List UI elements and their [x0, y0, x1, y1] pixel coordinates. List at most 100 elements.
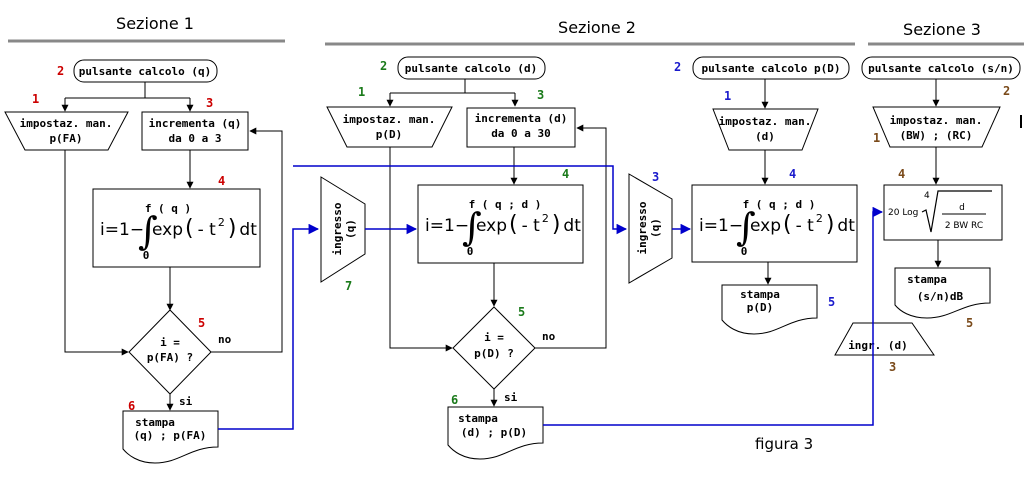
- s3-formula-prefix: 20 Log: [888, 208, 918, 218]
- s3-calc-button-label: pulsante calcolo (s/n): [868, 62, 1014, 75]
- s2-step-2: 2: [380, 59, 387, 73]
- s1-step-5: 5: [198, 316, 205, 330]
- section-3: pulsante calcolo (s/n) impostaz. man. (B…: [834, 56, 1022, 374]
- s2-step-5: 5: [518, 305, 525, 319]
- s1-manual-input: [4, 111, 129, 151]
- s3-step-4: 4: [898, 167, 905, 181]
- s1-step-3: 3: [206, 96, 213, 110]
- s1-upper-limit: f ( q ): [145, 202, 191, 215]
- s1-step-2: 2: [57, 64, 64, 78]
- s2b-print-line1: stampa: [740, 288, 780, 301]
- s2b-print-line2: p(D): [747, 301, 774, 314]
- s2-decision-line1: i =: [484, 331, 504, 344]
- s2-input-q-line2: (q): [344, 219, 357, 239]
- section-2-title: Sezione 2: [558, 18, 636, 37]
- s2b-manual-line2: (d): [755, 130, 775, 143]
- section-2b: pulsante calcolo p(D) 2 impostaz. man. (…: [628, 56, 858, 335]
- s1-step-4: 4: [218, 174, 225, 188]
- s3-fraction-num: d: [959, 203, 965, 213]
- s3-print-line1: stampa: [907, 273, 947, 286]
- s2-manual-input: [326, 106, 453, 148]
- s2-decision-line2: p(D) ?: [474, 347, 514, 360]
- s3-step-2: 2: [1003, 84, 1010, 98]
- section-2: pulsante calcolo (d) 2 impostaz. man. p(…: [320, 56, 607, 460]
- s2b-print-output: [721, 284, 818, 335]
- s2-step-1: 1: [358, 85, 365, 99]
- s3-step-1: 1: [873, 131, 880, 145]
- s3-root-index: 4: [924, 191, 930, 201]
- s1-formula-box: [92, 188, 261, 268]
- s2-input-q: [320, 176, 366, 283]
- s2b-integral-sign: ∫: [736, 205, 756, 249]
- s1-print-line2: (q) ; p(FA): [134, 429, 207, 442]
- s2-increment-line1: incrementa (d): [475, 112, 568, 125]
- s3-step-5: 5: [966, 316, 973, 330]
- s3-step-3: 3: [889, 360, 896, 374]
- s2-calc-button-label: pulsante calcolo (d): [405, 62, 537, 75]
- s1-lower-limit: 0: [143, 249, 150, 262]
- s3-manual-line1: impostaz. man.: [890, 114, 983, 127]
- s1-increment-line2: da 0 a 3: [169, 132, 222, 145]
- s1-no-label: no: [218, 333, 232, 346]
- s2-manual-line2: p(D): [376, 128, 403, 141]
- s1-step-1: 1: [32, 92, 39, 106]
- s1-print-output: [122, 410, 219, 464]
- s2b-input-q-line2: (q): [649, 218, 662, 238]
- s2b-calc-button-label: pulsante calcolo p(D): [701, 62, 840, 75]
- s2-step-4: 4: [562, 167, 569, 181]
- s1-increment-box: [141, 111, 249, 151]
- s2-calc-button: [397, 56, 546, 80]
- s1-manual-line1: impostaz. man.: [20, 117, 113, 130]
- s2b-step-3: 3: [652, 170, 659, 184]
- s2-no-label: no: [542, 330, 556, 343]
- s2b-lower-limit: 0: [741, 245, 748, 258]
- s2-print-output: [447, 406, 544, 460]
- s2-upper-limit: f ( q ; d ): [469, 198, 542, 211]
- s2-si-label: si: [504, 391, 518, 404]
- s2b-input-q: [628, 173, 673, 284]
- s2b-step-2: 2: [674, 60, 681, 74]
- s1-step-6: 6: [128, 399, 135, 413]
- s2-manual-line1: impostaz. man.: [343, 113, 436, 126]
- s1-calc-button-label: pulsante calcolo (q): [79, 65, 211, 78]
- s2b-upper-limit: f ( q ; d ): [743, 198, 816, 211]
- s1-manual-line2: p(FA): [49, 132, 82, 145]
- s2b-manual-input: [712, 108, 819, 151]
- s3-calc-button: [861, 56, 1021, 80]
- s1-integral-sign: ∫: [138, 209, 158, 253]
- s2b-formula-lhs: i=1−: [699, 216, 743, 236]
- s3-print-line2: (s/n)dB: [917, 290, 964, 303]
- s2-formula-lhs: i=1−: [425, 216, 469, 236]
- s2b-manual-line1: impostaz. man.: [719, 115, 812, 128]
- s2-input-q-line1: ingresso: [331, 202, 344, 255]
- s1-si-label: si: [179, 395, 193, 408]
- s2-print-line2: (d) ; p(D): [461, 426, 527, 439]
- s2-formula-box: [417, 184, 584, 264]
- s1-decision-line2: p(FA) ?: [147, 351, 193, 364]
- s2b-input-q-line1: ingresso: [636, 201, 649, 254]
- s2-increment-box: [466, 107, 576, 148]
- s3-fraction-den: 2 BW RC: [945, 221, 983, 231]
- s2-increment-line2: da 0 a 30: [491, 127, 551, 140]
- s2b-formula-box: [691, 184, 858, 263]
- s1-increment-line1: incrementa (q): [149, 117, 242, 130]
- s1-formula-lhs: i=1−: [100, 220, 144, 240]
- s2-print-line1: stampa: [458, 412, 498, 425]
- s2b-step-5: 5: [828, 295, 835, 309]
- s2b-calc-button: [692, 56, 850, 80]
- s2-integral-sign: ∫: [462, 205, 482, 249]
- s3-print-output: [894, 267, 991, 319]
- s3-root-sign: [921, 190, 992, 233]
- section-3-title: Sezione 3: [903, 20, 981, 39]
- s1-print-line1: stampa: [135, 416, 175, 429]
- blue-connectors: [218, 165, 884, 430]
- s2b-step-1: 1: [724, 89, 731, 103]
- s2-step-6: 6: [451, 393, 458, 407]
- s3-manual-input: [872, 106, 1001, 148]
- s2b-step-4: 4: [789, 167, 796, 181]
- s1-decision-line1: i =: [160, 336, 180, 349]
